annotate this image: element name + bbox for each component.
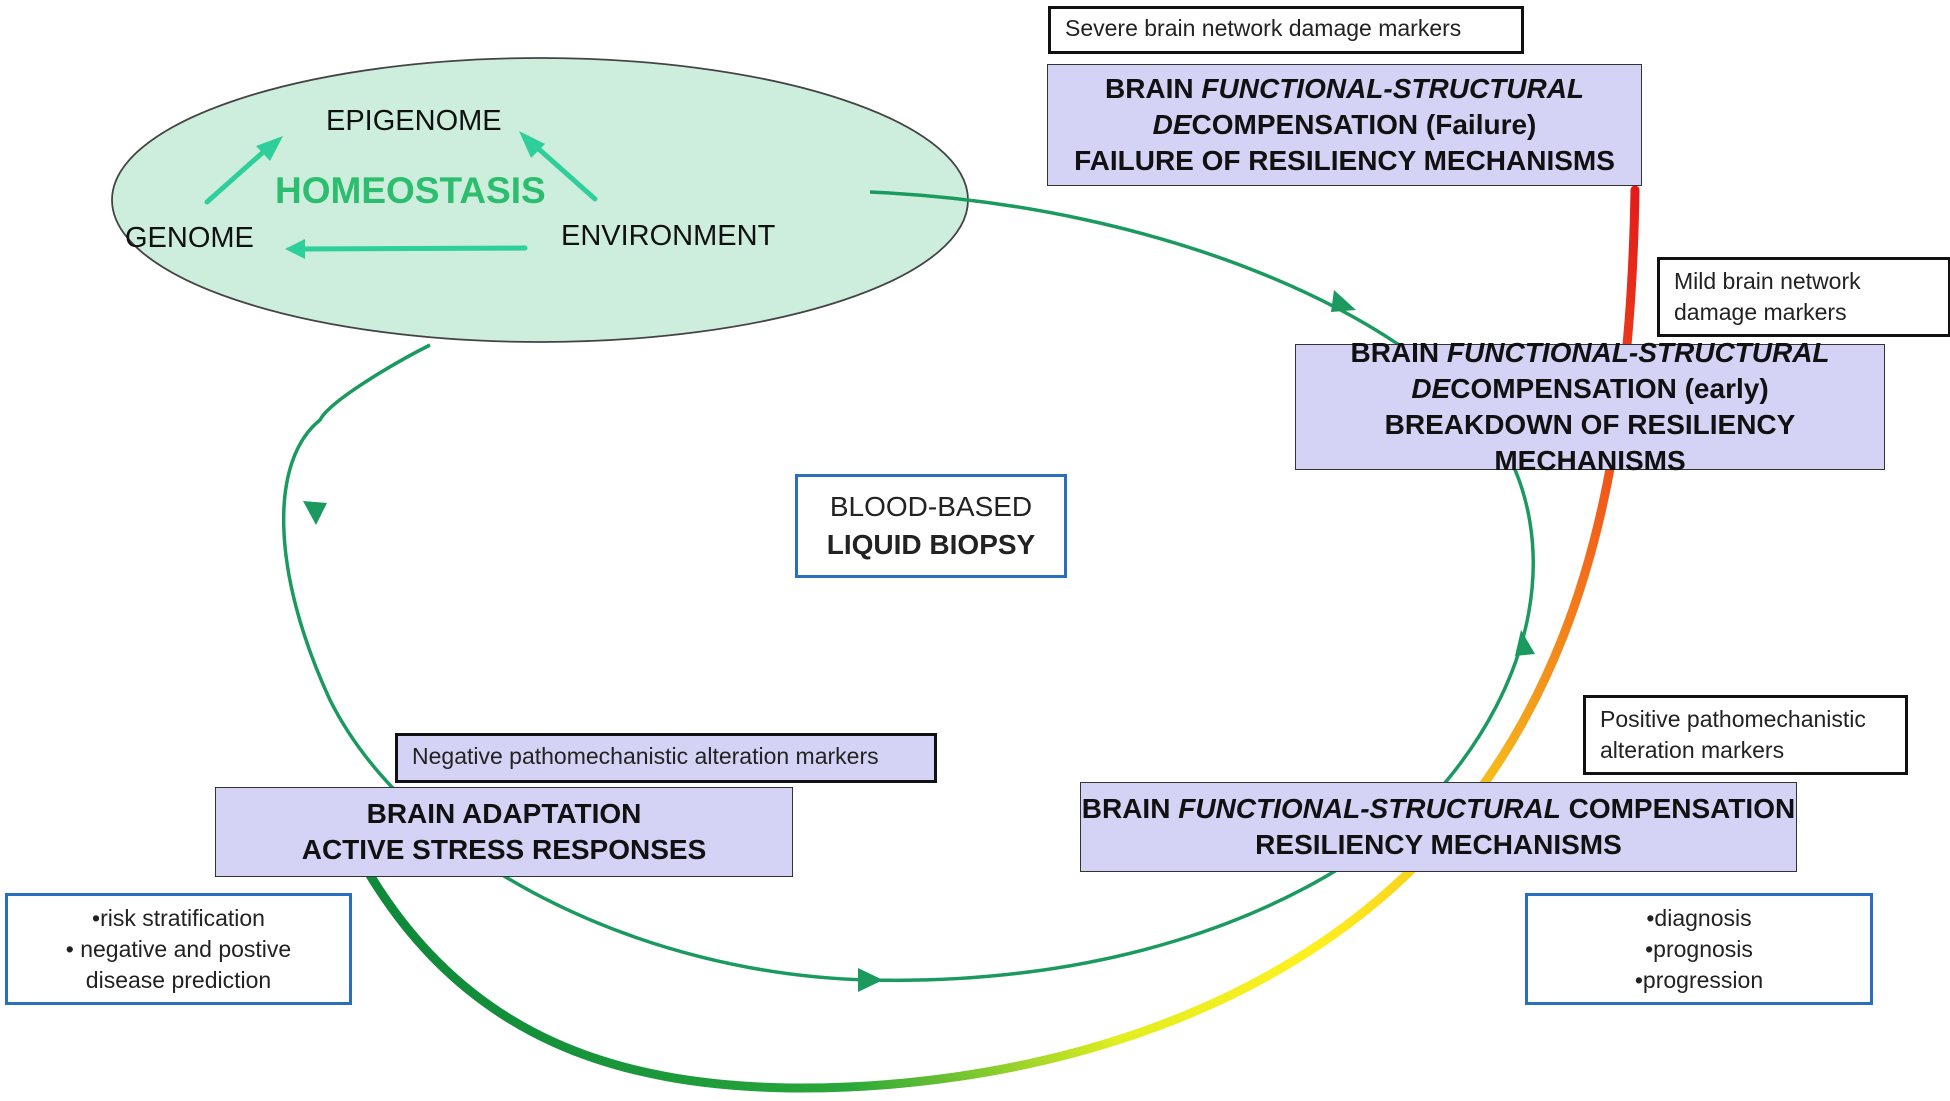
risk-progression-arc bbox=[365, 185, 1640, 1093]
early-node-line2a: DE bbox=[1411, 373, 1451, 404]
failure-node: BRAIN FUNCTIONAL-STRUCTURAL DECOMPENSATI… bbox=[1047, 64, 1642, 186]
use-progression: •progression bbox=[1634, 966, 1764, 993]
positive-alteration-marker: Positive pathomechanistic alteration mar… bbox=[1583, 695, 1908, 775]
use-diagnosis: •diagnosis bbox=[1646, 904, 1752, 931]
use-disease-prediction-1: • negative and postive bbox=[65, 935, 292, 962]
adaptation-node-line1: BRAIN ADAPTATION bbox=[366, 798, 642, 829]
failure-node-line3: FAILURE OF RESILIENCY MECHANISMS bbox=[1074, 145, 1615, 176]
compensation-node: BRAIN FUNCTIONAL-STRUCTURAL COMPENSATION… bbox=[1080, 782, 1797, 872]
clinical-uses-box: •diagnosis •prognosis •progression bbox=[1525, 893, 1873, 1005]
compensation-node-line1a: BRAIN bbox=[1081, 793, 1179, 824]
liquid-biopsy-box: BLOOD-BASED LIQUID BIOPSY bbox=[795, 474, 1067, 578]
liquid-biopsy-line2: LIQUID BIOPSY bbox=[826, 529, 1036, 560]
failure-node-line1a: BRAIN bbox=[1104, 73, 1202, 104]
mild-marker-line2: damage markers bbox=[1674, 299, 1847, 325]
mild-damage-marker: Mild brain network damage markers bbox=[1657, 257, 1950, 337]
arrowhead-icon bbox=[285, 239, 305, 259]
early-node-line3: BREAKDOWN OF RESILIENCY MECHANISMS bbox=[1384, 409, 1796, 476]
adaptation-node: BRAIN ADAPTATION ACTIVE STRESS RESPONSES bbox=[215, 787, 793, 877]
cycle-arrowhead-icon bbox=[303, 501, 327, 525]
arrowhead-icon bbox=[519, 131, 545, 158]
use-disease-prediction-2: disease prediction bbox=[85, 966, 272, 993]
early-node-line1b: FUNCTIONAL-STRUCTURAL bbox=[1446, 337, 1830, 368]
liquid-biopsy-line1: BLOOD-BASED bbox=[829, 491, 1033, 522]
cycle-arrowhead-icon bbox=[1515, 630, 1535, 656]
positive-marker-line1: Positive pathomechanistic bbox=[1600, 706, 1866, 732]
use-risk-stratification: •risk stratification bbox=[92, 904, 265, 931]
cycle-arrowhead-icon bbox=[1331, 290, 1356, 312]
adaptation-node-line2: ACTIVE STRESS RESPONSES bbox=[301, 834, 707, 865]
homeostasis-arrows bbox=[204, 140, 598, 252]
failure-node-line2b: COMPENSATION (Failure) bbox=[1191, 109, 1537, 140]
mild-marker-line1: Mild brain network bbox=[1674, 268, 1861, 294]
environment-label: ENVIRONMENT bbox=[561, 220, 776, 252]
negative-alteration-marker: Negative pathomechanistic alteration mar… bbox=[395, 733, 937, 783]
positive-marker-line2: alteration markers bbox=[1600, 737, 1785, 763]
failure-node-line1b: FUNCTIONAL-STRUCTURAL bbox=[1201, 73, 1585, 104]
cycle-arrowhead-icon bbox=[858, 968, 883, 992]
prediction-uses-box: •risk stratification • negative and post… bbox=[5, 893, 352, 1005]
compensation-node-line1c: COMPENSATION bbox=[1560, 793, 1796, 824]
compensation-node-line1b: FUNCTIONAL-STRUCTURAL bbox=[1178, 793, 1561, 824]
arrowhead-icon bbox=[256, 136, 283, 161]
genome-label: GENOME bbox=[125, 222, 254, 254]
failure-node-line2a: DE bbox=[1152, 109, 1192, 140]
epigenome-label: EPIGENOME bbox=[326, 105, 502, 137]
early-decompensation-node: BRAIN FUNCTIONAL-STRUCTURAL DECOMPENSATI… bbox=[1295, 337, 1885, 476]
early-node-line2b: COMPENSATION (early) bbox=[1450, 373, 1769, 404]
use-prognosis: •prognosis bbox=[1645, 935, 1753, 962]
homeostasis-title: HOMEOSTASIS bbox=[275, 170, 546, 211]
compensation-node-line2: RESILIENCY MECHANISMS bbox=[1255, 829, 1622, 860]
severe-damage-marker: Severe brain network damage markers bbox=[1048, 6, 1524, 54]
early-node-line1a: BRAIN bbox=[1350, 337, 1447, 368]
